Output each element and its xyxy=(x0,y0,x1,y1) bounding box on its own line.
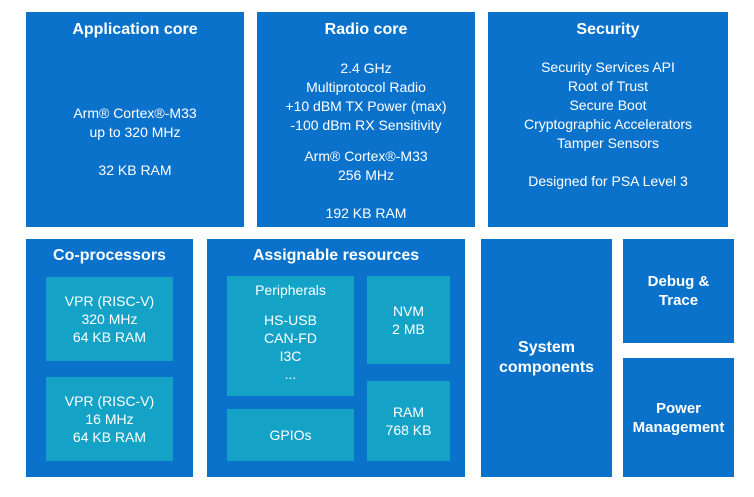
ram-line: RAM xyxy=(392,404,425,420)
radio-core-line: 256 MHz xyxy=(337,167,395,183)
assignable-resources-block: Assignable resources Peripherals HS-USB … xyxy=(207,239,465,477)
application-core-title: Application core xyxy=(72,21,198,38)
gpios-block: GPIOs xyxy=(227,409,354,461)
coprocessors-title: Co-processors xyxy=(53,247,166,264)
peripherals-line xyxy=(227,299,354,311)
nvm-line: NVM xyxy=(392,303,425,319)
vpr-320mhz-block: VPR (RISC-V) 320 MHz 64 KB RAM xyxy=(46,277,173,361)
vpr-16mhz-line: 64 KB RAM xyxy=(72,429,147,445)
vpr-16mhz-block: VPR (RISC-V) 16 MHz 64 KB RAM xyxy=(46,377,173,461)
radio-core-line xyxy=(257,135,475,147)
nvm-line: 2 MB xyxy=(392,321,425,337)
vpr-320mhz-line: 320 MHz xyxy=(81,311,138,327)
radio-core-line: 192 KB RAM xyxy=(325,205,407,221)
nvm-block: NVM 2 MB xyxy=(367,276,450,364)
vpr-320mhz-line: 64 KB RAM xyxy=(72,329,147,345)
ram-line: 768 KB xyxy=(385,422,432,438)
application-core-details: Arm® Cortex®-M33 up to 320 MHz 32 KB RAM xyxy=(26,104,244,180)
security-details: Security Services API Root of Trust Secu… xyxy=(488,58,728,191)
system-components-line: components xyxy=(498,359,595,376)
security-title: Security xyxy=(576,21,640,38)
debug-trace-block: Debug & Trace xyxy=(623,239,734,343)
assignable-resources-title: Assignable resources xyxy=(252,247,420,264)
vpr-16mhz-line: 16 MHz xyxy=(85,411,134,427)
security-line: Designed for PSA Level 3 xyxy=(528,173,688,189)
security-line xyxy=(488,153,728,172)
radio-core-line xyxy=(257,185,475,204)
peripherals-line: Peripherals xyxy=(255,282,326,298)
application-core-line: 32 KB RAM xyxy=(98,162,172,178)
system-components-line: System xyxy=(518,339,575,356)
debug-trace-line: Debug & xyxy=(647,273,710,290)
peripherals-line: I3C xyxy=(279,348,302,364)
security-line: Secure Boot xyxy=(569,97,647,113)
power-management-line: Power xyxy=(655,399,701,417)
debug-trace-line: Trace xyxy=(658,292,699,309)
peripherals-block: Peripherals HS-USB CAN-FD I3C ... xyxy=(227,276,354,396)
security-line: Root of Trust xyxy=(567,78,649,94)
gpios-label: GPIOs xyxy=(269,427,312,443)
power-management-block: Power Management xyxy=(623,358,734,477)
power-management-line: Management xyxy=(632,418,725,436)
peripherals-line: CAN-FD xyxy=(264,330,317,346)
radio-core-line: Arm® Cortex®-M33 xyxy=(304,148,428,164)
vpr-16mhz-line: VPR (RISC-V) xyxy=(64,393,155,409)
radio-core-title: Radio core xyxy=(324,21,408,38)
radio-core-line: Multiprotocol Radio xyxy=(306,79,426,95)
application-core-line xyxy=(26,142,244,161)
security-line: Tamper Sensors xyxy=(557,135,659,151)
application-core-line: Arm® Cortex®-M33 xyxy=(73,105,197,121)
radio-core-details: 2.4 GHz Multiprotocol Radio +10 dBM TX P… xyxy=(257,59,475,223)
application-core-line: up to 320 MHz xyxy=(89,124,181,140)
radio-core-line: 2.4 GHz xyxy=(340,60,392,76)
security-block: Security Security Services API Root of T… xyxy=(488,12,728,227)
vpr-320mhz-line: VPR (RISC-V) xyxy=(64,293,155,309)
radio-core-block: Radio core 2.4 GHz Multiprotocol Radio +… xyxy=(257,12,475,227)
peripherals-line: HS-USB xyxy=(264,312,317,328)
security-line: Cryptographic Accelerators xyxy=(523,116,693,132)
radio-core-line: +10 dBM TX Power (max) xyxy=(285,98,447,114)
application-core-block: Application core Arm® Cortex®-M33 up to … xyxy=(26,12,244,227)
coprocessors-block: Co-processors VPR (RISC-V) 320 MHz 64 KB… xyxy=(26,239,193,477)
peripherals-line: ... xyxy=(284,366,297,382)
ram-block: RAM 768 KB xyxy=(367,381,450,461)
security-line: Security Services API xyxy=(541,59,675,75)
system-components-block: System components xyxy=(481,239,612,477)
radio-core-line: -100 dBm RX Sensitivity xyxy=(290,117,442,133)
